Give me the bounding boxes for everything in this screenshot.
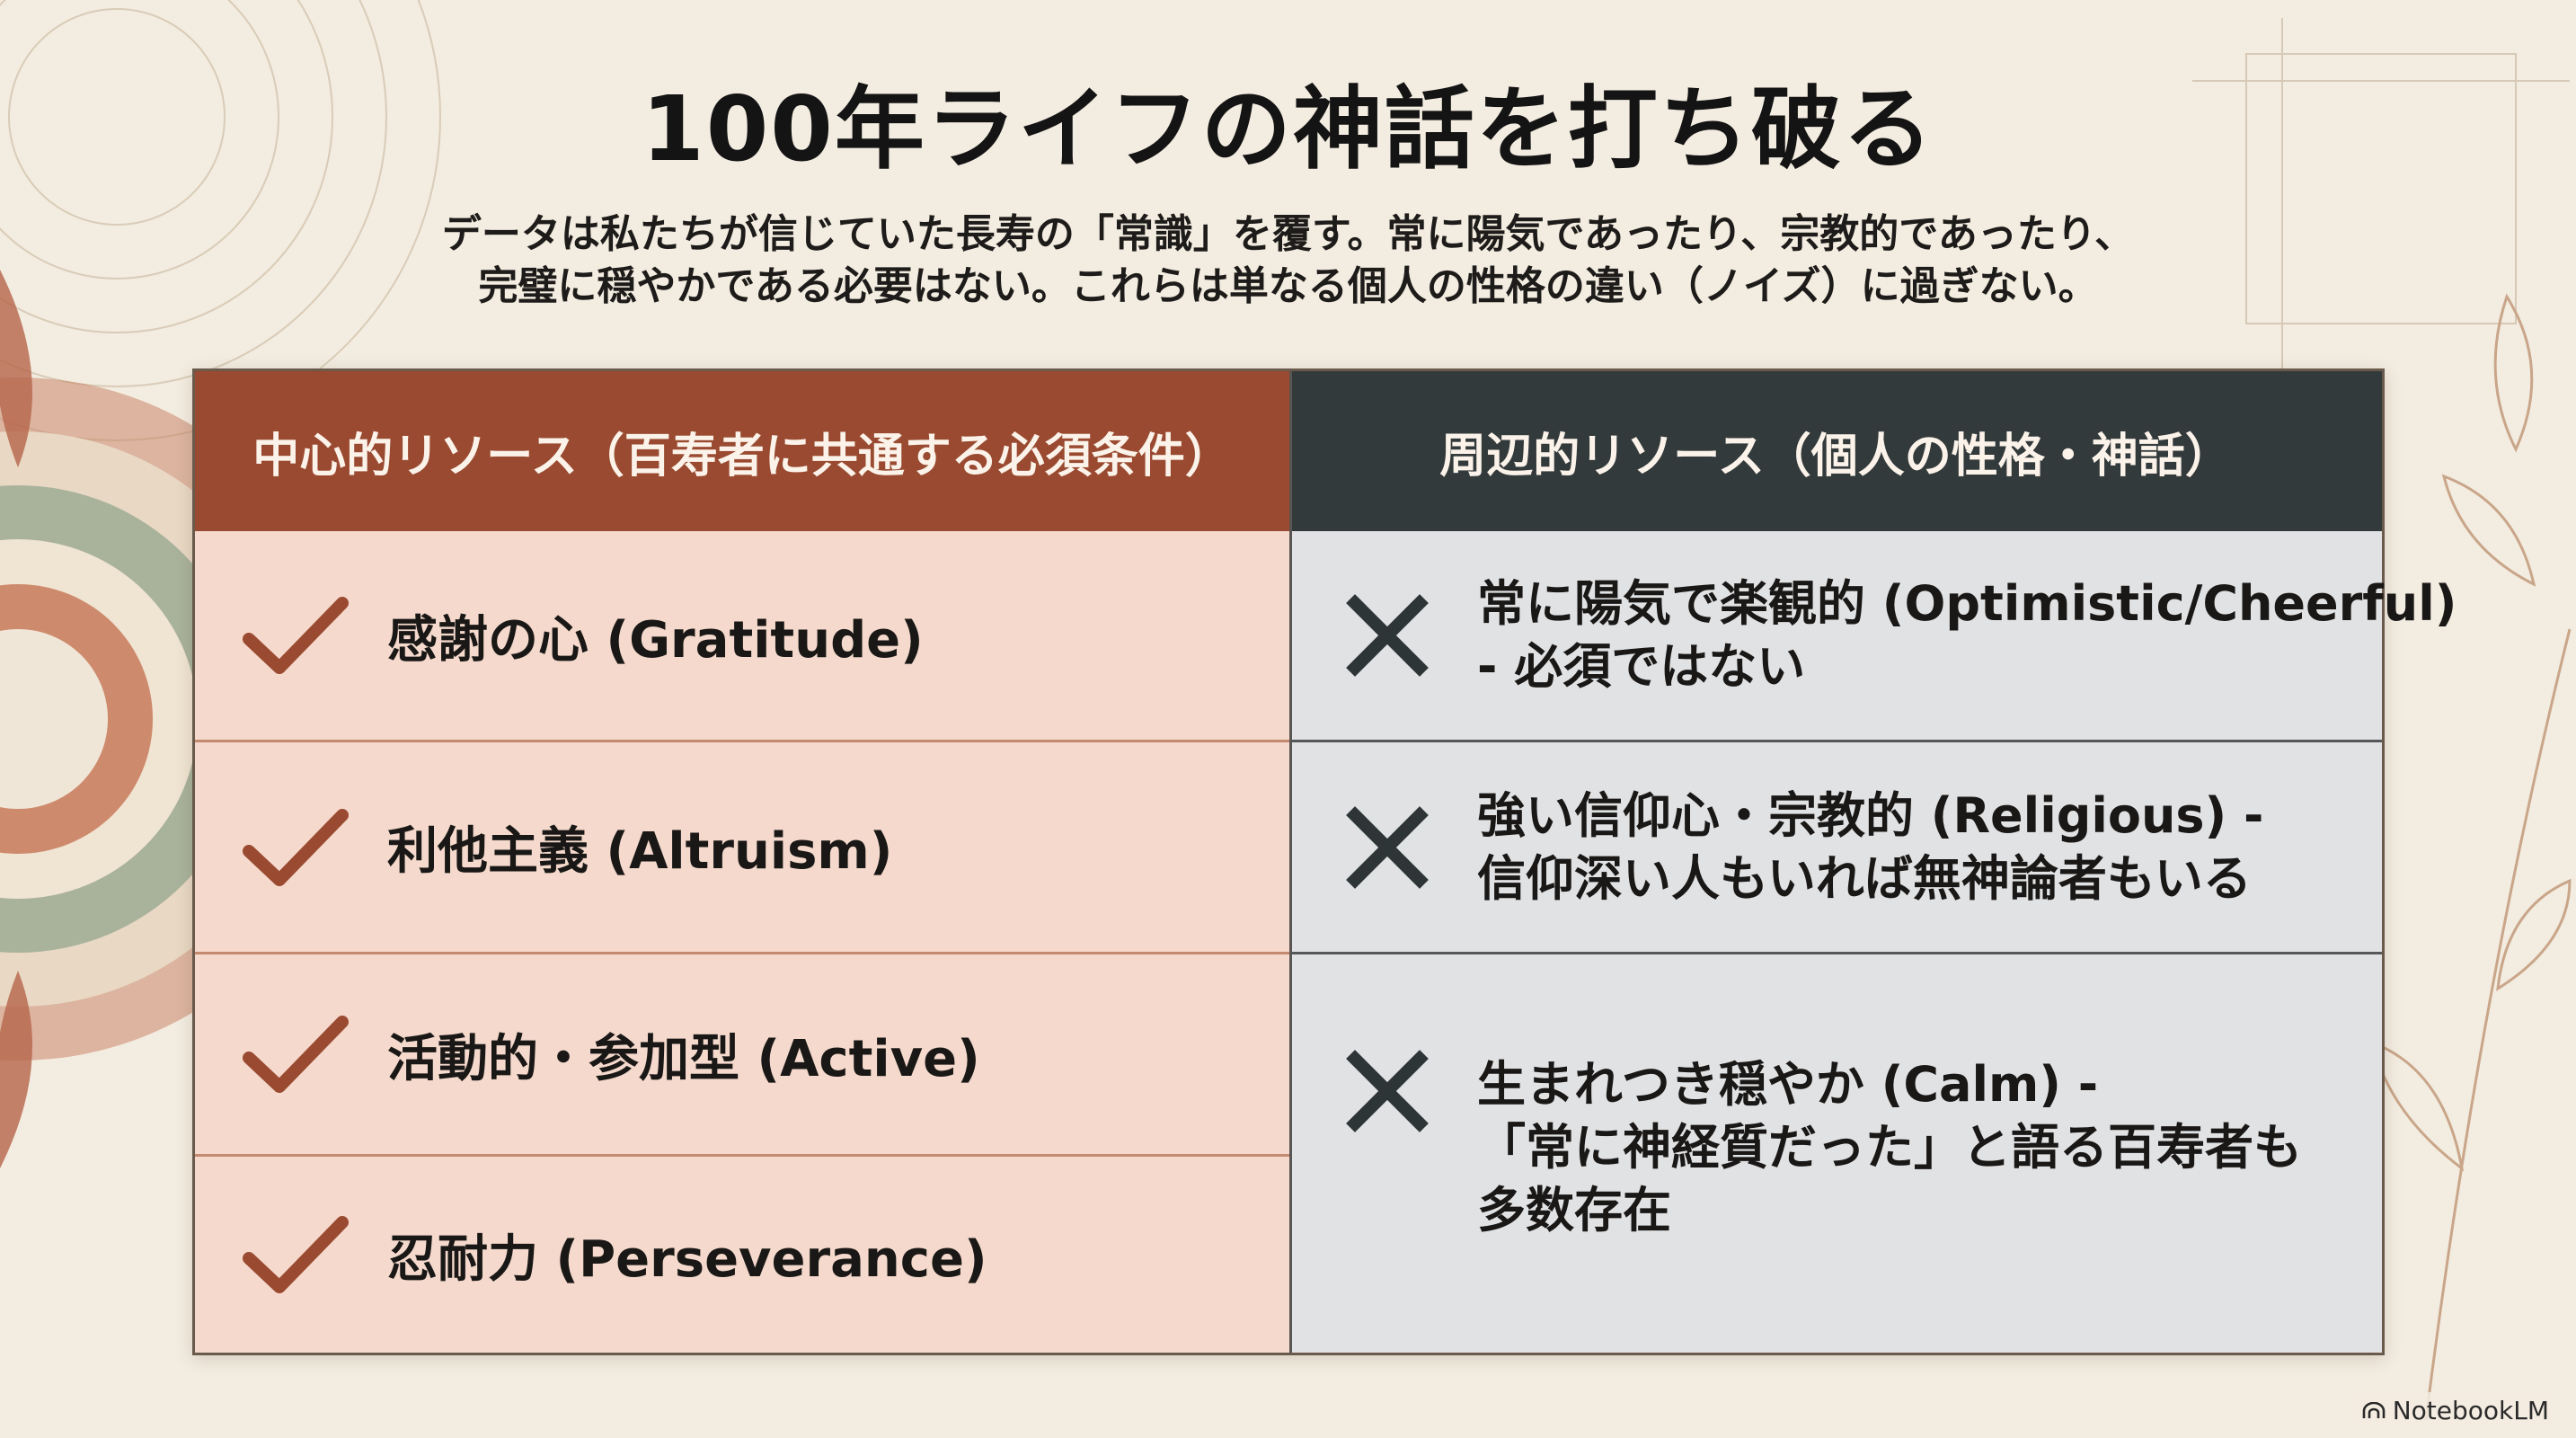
core-item-label: 忍耐力 (Perseverance) bbox=[387, 1229, 987, 1289]
notebooklm-logo-icon bbox=[2362, 1401, 2386, 1418]
core-resources-header: 中心的リソース（百寿者に共通する必須条件） bbox=[195, 371, 1289, 531]
myth-item: 強い信仰心・宗教的 (Religious) - 信仰深い人もいれば無神論者もいる bbox=[1292, 742, 2382, 954]
comparison-table: 中心的リソース（百寿者に共通する必須条件） 周辺的リソース（個人の性格・神話） … bbox=[192, 368, 2456, 1355]
myth-item-text: 強い信仰心・宗教的 (Religious) - 信仰深い人もいれば無神論者もいる bbox=[1477, 785, 2263, 910]
brand-watermark: NotebookLM bbox=[2352, 1392, 2558, 1429]
myth-item-line: 生まれつき穏やか (Calm) - bbox=[1477, 1056, 2099, 1113]
core-item: 感謝の心 (Gratitude) bbox=[195, 531, 1289, 742]
subtitle-line-2: 完璧に穏やかである必要はない。これらは単なる個人の性格の違い（ノイズ）に過ぎない… bbox=[478, 263, 2098, 309]
leaf-illustration bbox=[2369, 293, 2572, 1421]
core-resources-column: 感謝の心 (Gratitude) 利他主義 (Altruism) 活動的・参加型… bbox=[195, 531, 1289, 1353]
myth-item: 生まれつき穏やか (Calm) - 「常に神経質だった」と語る百寿者も 多数存在 bbox=[1292, 954, 2382, 1353]
check-icon bbox=[243, 1016, 349, 1093]
blueprint-lines bbox=[2192, 18, 2570, 377]
core-item: 利他主義 (Altruism) bbox=[195, 742, 1289, 954]
myth-item-line: 信仰深い人もいれば無神論者もいる bbox=[1477, 849, 2252, 907]
core-item-label: 感謝の心 (Gratitude) bbox=[387, 610, 924, 670]
cross-icon bbox=[1346, 594, 1429, 677]
peripheral-resources-header: 周辺的リソース（個人の性格・神話） bbox=[1289, 371, 2382, 531]
myth-item-line: 多数存在 bbox=[1477, 1182, 1671, 1238]
myth-item-text: 生まれつき穏やか (Calm) - 「常に神経質だった」と語る百寿者も 多数存在 bbox=[1477, 1053, 2302, 1242]
myth-item-text: 常に陽気で楽観的 (Optimistic/Cheerful) - 必須ではない bbox=[1477, 573, 2456, 698]
myth-item-line: 強い信仰心・宗教的 (Religious) - bbox=[1477, 786, 2264, 844]
myth-item-line: - 必須ではない bbox=[1477, 638, 1806, 695]
column-divider bbox=[1289, 371, 1292, 1353]
brand-label: NotebookLM bbox=[2392, 1396, 2549, 1425]
cross-icon bbox=[1346, 1050, 1429, 1132]
myth-item: 常に陽気で楽観的 (Optimistic/Cheerful) - 必須ではない bbox=[1292, 531, 2456, 742]
cross-icon bbox=[1346, 805, 1429, 889]
core-item: 活動的・参加型 (Active) bbox=[195, 954, 1289, 1157]
core-item: 忍耐力 (Perseverance) bbox=[195, 1157, 1289, 1353]
myth-item-line: 常に陽気で楽観的 (Optimistic/Cheerful) bbox=[1477, 575, 2457, 632]
page-title: 100年ライフの神話を打ち破る bbox=[642, 76, 1934, 182]
page-subtitle: データは私たちが信じていた長寿の「常識」を覆す。常に陽気であったり、宗教的であっ… bbox=[341, 209, 2235, 313]
check-icon bbox=[243, 597, 349, 674]
core-item-label: 利他主義 (Altruism) bbox=[387, 822, 893, 881]
subtitle-line-1: データは私たちが信じていた長寿の「常識」を覆す。常に陽気であったり、宗教的であっ… bbox=[441, 211, 2135, 257]
check-icon bbox=[243, 808, 349, 886]
myth-item-line: 「常に神経質だった」と語る百寿者も bbox=[1477, 1119, 2302, 1176]
peripheral-resources-column: 常に陽気で楽観的 (Optimistic/Cheerful) - 必須ではない … bbox=[1292, 531, 2456, 1353]
core-item-label: 活動的・参加型 (Active) bbox=[387, 1029, 980, 1088]
check-icon bbox=[243, 1216, 349, 1293]
